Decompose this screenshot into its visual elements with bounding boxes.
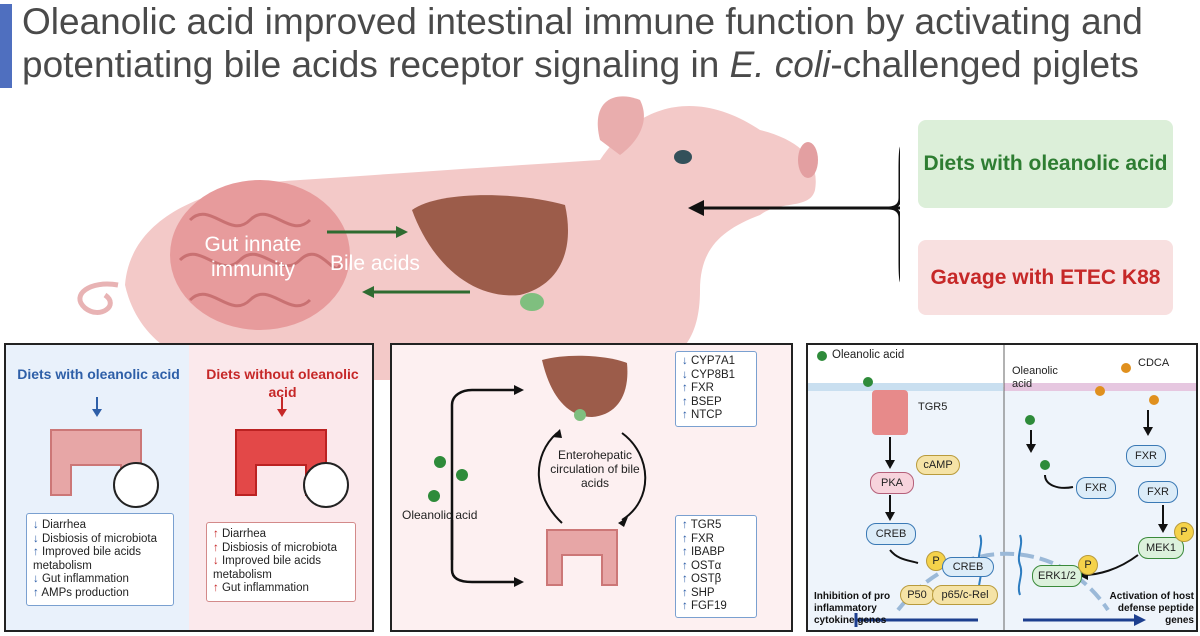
liver-gene-list: ↓ CYP7A1 ↓ CYP8B1 ↑ FXR ↑ BSEP ↑ NTCP [675, 351, 757, 427]
list-item: ↑ Improved bile acids metabolism [33, 546, 142, 572]
fxr-node-2: FXR [1076, 477, 1116, 499]
panel3-diagram [808, 345, 1196, 630]
list-item: ↑ Gut inflammation [213, 582, 309, 594]
list-item: ↑ FXR [682, 532, 714, 545]
gavage-etec-box: Gavage with ETEC K88 [918, 240, 1173, 315]
arrow-to-gut [450, 520, 517, 584]
pig-illustration [77, 96, 900, 380]
pig-tail [77, 281, 119, 315]
panel-enterohepatic: Oleanolic acid Enterohepatic circulation… [390, 343, 793, 632]
creb-node: CREB [866, 523, 916, 545]
title-line-2b: -challenged piglets [830, 44, 1139, 85]
erk-node: ERK1/2 [1032, 565, 1082, 587]
heading-diets-without: Diets without oleanolic acid [206, 366, 359, 400]
list-item: ↑ NTCP [682, 409, 723, 421]
pig-snout [798, 142, 818, 178]
list-item: ↑ TGR5 [682, 519, 722, 531]
intestine-icon [546, 529, 618, 586]
activation-text: Activation of host defense peptide genes [1109, 591, 1194, 626]
list-item: ↑ BSEP [682, 395, 722, 408]
p65-node: p65/c-Rel [932, 585, 998, 605]
healthy-colon-icon [50, 429, 142, 496]
nucleus-boundary [896, 551, 1110, 612]
tgr5-label: TGR5 [918, 401, 948, 413]
erk-phospho-badge: P [1078, 555, 1098, 575]
mek1-phospho-badge: P [1174, 522, 1194, 542]
inhibition-text: Inhibition of pro inflammatory cytokine … [814, 591, 891, 626]
oleanolic-right-label: Oleanolic acid [1012, 365, 1058, 390]
dna-right [1017, 534, 1023, 596]
title-accent-bar [0, 4, 12, 88]
cdca-dot [1121, 363, 1131, 373]
oleanolic-acid-dot [434, 456, 446, 468]
pig-eye [674, 150, 692, 164]
oleanolic-acid-label: Oleanolic acid [402, 508, 478, 522]
inflamed-colon-icon [235, 429, 327, 496]
title-line-1: Oleanolic acid improved intestinal immun… [22, 1, 1143, 42]
heading-diets-with: Diets with oleanolic acid [17, 366, 180, 382]
page-title: Oleanolic acid improved intestinal immun… [22, 0, 1192, 86]
right-outcomes-list: ↑ Diarrhea ↑ Disbiosis of microbiota ↓ I… [206, 522, 356, 602]
gut-innate-immunity-label: Gut innate immunity [204, 233, 302, 281]
gallbladder [520, 293, 544, 311]
list-item: ↑ SHP [682, 586, 715, 599]
phospho-badge: P [926, 551, 946, 571]
list-item: ↑ Disbiosis of microbiota [213, 541, 337, 554]
title-line-2: potentiating bile acids receptor signali… [22, 43, 1192, 86]
diets-with-oleanolic-box: Diets with oleanolic acid [918, 120, 1173, 208]
panel1-intestine-icons [50, 397, 349, 508]
legend-oleanolic-dot [817, 351, 827, 361]
circulation-label: Enterohepatic circulation of bile acids [550, 448, 640, 490]
list-item: ↑ Diarrhea [213, 528, 267, 540]
cell-membrane-left [808, 383, 1003, 391]
liver-icon [542, 355, 628, 417]
tgr5-receptor-icon [872, 390, 908, 435]
panel-diet-comparison: Diets with oleanolic acid Diets without … [4, 343, 374, 632]
list-item: ↑ FGF19 [682, 600, 727, 612]
list-item: ↑ AMPs production [33, 586, 129, 599]
mek1-node: MEK1 [1138, 537, 1184, 559]
list-item: ↑ FXR [682, 382, 714, 394]
list-item: ↓ Improved bile acids metabolism [213, 555, 322, 581]
list-item: ↓ CYP8B1 [682, 368, 736, 381]
creb-p-node: CREB [942, 557, 994, 577]
list-item: ↓ Disbiosis of microbiota [33, 532, 157, 545]
list-item: ↓ Diarrhea [33, 519, 87, 531]
bile-acids-label: Bile acids [330, 252, 420, 275]
legend-oleanolic-label: Oleanolic acid [832, 349, 905, 361]
pka-node: PKA [870, 472, 914, 494]
fxr-node-1: FXR [1126, 445, 1166, 467]
pig-intestine [170, 180, 350, 330]
list-item: ↑ IBABP [682, 546, 725, 558]
pig-ear [597, 96, 644, 155]
gut-gene-list: ↑ TGR5 ↑ FXR ↑ IBABP ↑ OSTα ↑ OSTβ ↑ SHP… [675, 515, 757, 618]
list-item: ↓ Gut inflammation [33, 573, 129, 585]
healthy-microbiota-icon [113, 462, 159, 508]
panel-signaling: Oleanolic acid TGR5 cAMP PKA CREB P CREB… [806, 343, 1198, 632]
list-item: ↑ OSTβ [682, 573, 722, 585]
fxr-node-3: FXR [1138, 481, 1178, 503]
left-outcomes-list: ↓ Diarrhea ↓ Disbiosis of microbiota ↑ I… [26, 513, 174, 606]
dysbiosis-microbiota-icon [303, 462, 349, 508]
title-line-2-italic: E. coli [729, 44, 831, 85]
arrow-to-liver [450, 388, 517, 560]
panel2-diagram [428, 355, 647, 587]
title-line-2a: potentiating bile acids receptor signali… [22, 44, 730, 85]
pig-liver [412, 195, 568, 296]
p50-node: P50 [900, 585, 934, 605]
bracket [887, 146, 900, 283]
camp-node: cAMP [916, 455, 960, 475]
gallbladder-icon [574, 409, 586, 421]
list-item: ↓ CYP7A1 [682, 355, 736, 367]
list-item: ↑ OSTα [682, 559, 722, 572]
cdca-label: CDCA [1138, 357, 1170, 369]
